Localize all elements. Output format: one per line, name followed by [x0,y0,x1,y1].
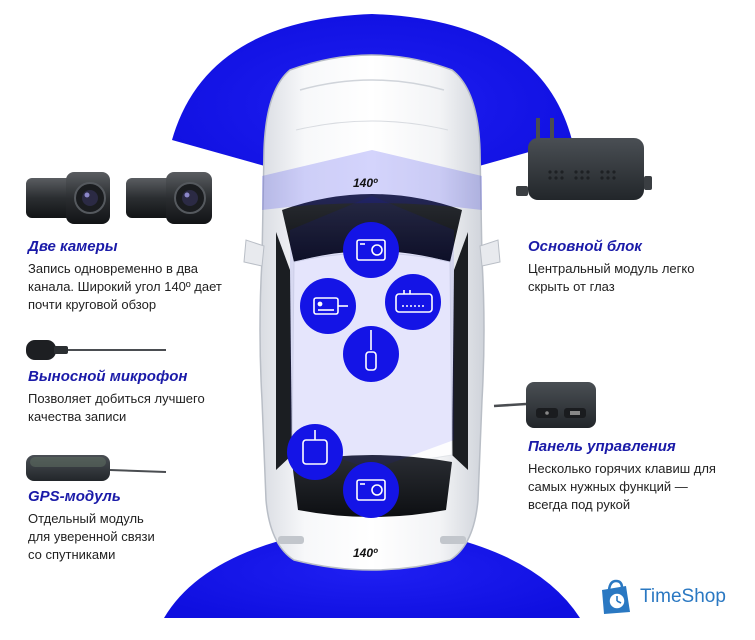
rear-fov-angle-label: 140º [353,546,378,560]
two-cameras-line-2: канала. Широкий угол 140º дает [28,279,222,294]
microphone-device [26,340,166,360]
main-unit-line-2: скрыть от глаз [528,279,615,294]
brand-logo: TimeShop [596,578,746,618]
gps-module-description: Отдельный модуль для уверенной связи со … [28,510,258,564]
two-cameras-line-3: почти круговой обзор [28,297,157,312]
front-camera-marker [343,222,399,278]
main-unit-marker [385,274,441,330]
control-panel-line-3: всегда под рукой [528,497,631,512]
control-panel-device [493,382,596,428]
two-cameras-line-1: Запись одновременно в два [28,261,199,276]
rear-camera-marker [343,462,399,518]
gps-line-3: со спутниками [28,547,116,562]
main-unit-device [516,118,652,200]
front-fov-angle-label: 140º [353,176,378,190]
camera-icon [356,479,386,501]
camera-device-1 [26,172,110,224]
gps-module-title: GPS-модуль [28,488,121,505]
two-cameras-description: Запись одновременно в два канала. Широки… [28,260,258,314]
front-fov-overlay [262,150,482,210]
gps-line-2: для уверенной связи [28,529,155,544]
brand-name: TimeShop [640,586,726,607]
control-panel-line-2: самых нужных функций — [528,479,688,494]
gps-marker [300,278,356,334]
microphone-description: Позволяет добиться лучшего качества запи… [28,390,258,426]
microphone-line-2: качества записи [28,409,127,424]
shopping-bag-clock-icon [602,579,630,614]
control-panel-line-1: Несколько горячих клавиш для [528,461,716,476]
microphone-title: Выносной микрофон [28,368,188,385]
gps-module-device [26,455,167,481]
microphone-line-1: Позволяет добиться лучшего [28,391,205,406]
main-unit-title: Основной блок [528,238,642,255]
control-panel-marker [287,424,343,480]
control-panel-description: Несколько горячих клавиш для самых нужны… [528,460,750,514]
microphone-marker [343,326,399,382]
main-unit-description: Центральный модуль легко скрыть от глаз [528,260,748,296]
control-panel-title: Панель управления [528,438,676,455]
gps-module-icon [313,297,348,315]
rear-fov-fan [164,524,580,618]
microphone-icon [365,330,377,371]
main-unit-icon [395,290,433,313]
camera-icon [356,239,386,261]
gps-line-1: Отдельный модуль [28,511,144,526]
two-cameras-title: Две камеры [28,238,118,255]
camera-device-2 [126,172,212,224]
main-unit-line-1: Центральный модуль легко [528,261,695,276]
control-panel-icon [302,430,328,465]
